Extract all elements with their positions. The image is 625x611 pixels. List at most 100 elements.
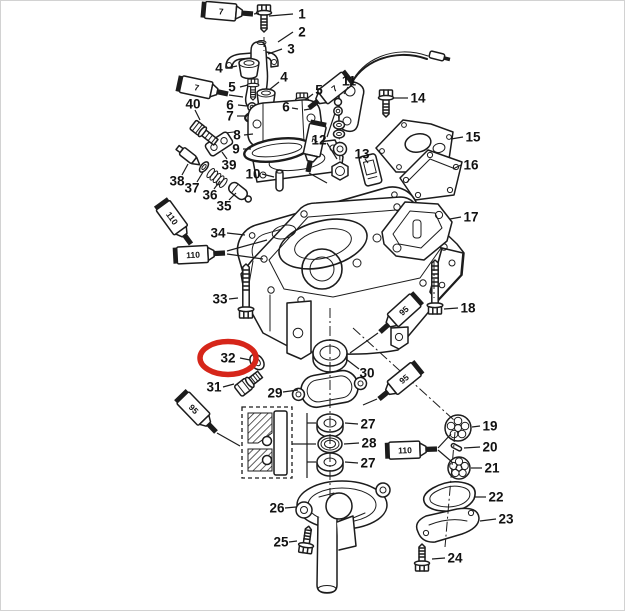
callout-label-9[interactable]: 9 (232, 142, 240, 157)
part-pin-20 (450, 442, 463, 452)
callout-leader-4b (268, 81, 280, 91)
callout-label-2[interactable]: 2 (298, 25, 306, 40)
callout-label-36[interactable]: 36 (202, 188, 218, 203)
callout-leader-34 (226, 232, 246, 236)
callout-label-14[interactable]: 14 (410, 91, 426, 106)
callout-label-19[interactable]: 19 (482, 419, 497, 434)
callout-label-35[interactable]: 35 (216, 199, 232, 214)
leader-extra-10 (437, 433, 452, 449)
callout-label-6a[interactable]: 6 (226, 98, 234, 113)
callout-label-4a[interactable]: 4 (215, 61, 223, 76)
callout-label-6b[interactable]: 6 (282, 100, 290, 115)
callout-leader-40 (194, 109, 201, 121)
sealant-tube-95: 95 (377, 360, 425, 402)
callout-label-28[interactable]: 28 (361, 436, 377, 451)
sealant-tube-label: 7 (309, 137, 320, 144)
part-grommet-4a (238, 57, 260, 80)
callout-leader-16 (452, 164, 462, 170)
callout-leader-18 (443, 307, 459, 310)
callout-label-26[interactable]: 26 (269, 501, 285, 516)
part-plate-16 (399, 149, 463, 201)
sealant-tube-95: 95 (378, 291, 424, 334)
callout-leader-5b (304, 93, 314, 101)
callout-label-1[interactable]: 1 (298, 7, 306, 22)
callout-label-34[interactable]: 34 (210, 226, 226, 241)
callout-label-27b[interactable]: 27 (360, 456, 375, 471)
callout-leader-6a (237, 104, 248, 107)
sealant-tube-label: 110 (398, 445, 412, 455)
callout-label-22[interactable]: 22 (488, 490, 503, 505)
callout-leader-39 (221, 151, 228, 160)
callout-leader-11 (343, 86, 349, 95)
callout-label-15[interactable]: 15 (465, 130, 481, 145)
callout-leader-6b (291, 107, 299, 110)
leader-extra-1 (253, 12, 260, 15)
callout-label-7[interactable]: 7 (226, 109, 234, 124)
callout-label-32[interactable]: 32 (220, 351, 235, 366)
callout-label-37[interactable]: 37 (184, 181, 199, 196)
callout-label-21[interactable]: 21 (484, 461, 500, 476)
callout-label-27a[interactable]: 27 (360, 417, 375, 432)
part-bolt-24 (413, 543, 431, 572)
callout-label-8[interactable]: 8 (233, 128, 241, 143)
leader-extra-9 (362, 398, 378, 406)
callout-leader-27b (344, 461, 359, 464)
callout-label-23[interactable]: 23 (498, 512, 514, 527)
part-mount-bracket-17 (381, 201, 453, 261)
callout-label-4b[interactable]: 4 (280, 70, 288, 85)
callout-label-29[interactable]: 29 (267, 386, 282, 401)
part-connector-13 (358, 153, 383, 187)
callout-label-17[interactable]: 17 (463, 210, 478, 225)
callout-leader-12 (326, 112, 336, 138)
part-check-valve-38 (175, 144, 201, 166)
callout-leader-3 (267, 48, 283, 55)
part-bolt-1 (255, 4, 273, 33)
callout-label-38[interactable]: 38 (169, 174, 185, 189)
leader-extra-6 (226, 253, 264, 260)
callout-label-25[interactable]: 25 (273, 535, 289, 550)
leader-extra-4 (308, 172, 328, 184)
callout-leader-37 (196, 171, 204, 183)
callout-label-40[interactable]: 40 (185, 97, 200, 112)
callout-label-31[interactable]: 31 (206, 380, 222, 395)
callout-leader-15 (450, 136, 464, 140)
callout-label-5b[interactable]: 5 (315, 83, 323, 98)
leader-extra-5 (226, 239, 268, 252)
part-washer-37 (198, 161, 210, 173)
sealant-tube-7: 7 (302, 119, 327, 173)
sealant-tube-label: 110 (186, 250, 200, 261)
callout-label-18[interactable]: 18 (460, 301, 476, 316)
part-cover-23 (415, 507, 480, 543)
highlight-ring (197, 338, 259, 378)
part-outer-rotor-19 (444, 414, 472, 442)
callout-leader-28 (343, 442, 360, 445)
callout-label-3[interactable]: 3 (287, 42, 295, 57)
part-oring-22 (422, 480, 476, 512)
leader-extra-3 (303, 108, 311, 111)
sealant-tube-110: 110 (384, 440, 438, 460)
callout-leader-13 (364, 158, 369, 164)
cable-end-connector (428, 50, 451, 62)
leader-extra-0 (326, 142, 338, 160)
callout-label-39[interactable]: 39 (221, 158, 236, 173)
callout-leader-1 (268, 13, 294, 17)
callout-label-16[interactable]: 16 (463, 158, 479, 173)
callout-label-5a[interactable]: 5 (228, 80, 236, 95)
callout-leader-38 (181, 163, 189, 176)
callout-leader-5a (239, 84, 249, 88)
callout-label-13[interactable]: 13 (354, 147, 370, 162)
callout-leader-26 (284, 506, 297, 509)
callout-label-33[interactable]: 33 (212, 292, 228, 307)
callout-label-11[interactable]: 11 (342, 74, 357, 89)
callout-label-24[interactable]: 24 (447, 551, 463, 566)
callout-label-10[interactable]: 10 (245, 167, 260, 182)
centerline-2 (444, 431, 456, 548)
callout-leader-23 (479, 518, 497, 522)
part-bolt-40 (189, 119, 219, 146)
callout-leader-30 (345, 358, 360, 370)
sealant-tube-110: 110 (153, 197, 194, 246)
callout-label-30[interactable]: 30 (359, 366, 374, 381)
callout-label-12[interactable]: 12 (311, 133, 326, 148)
callout-label-20[interactable]: 20 (482, 440, 497, 455)
